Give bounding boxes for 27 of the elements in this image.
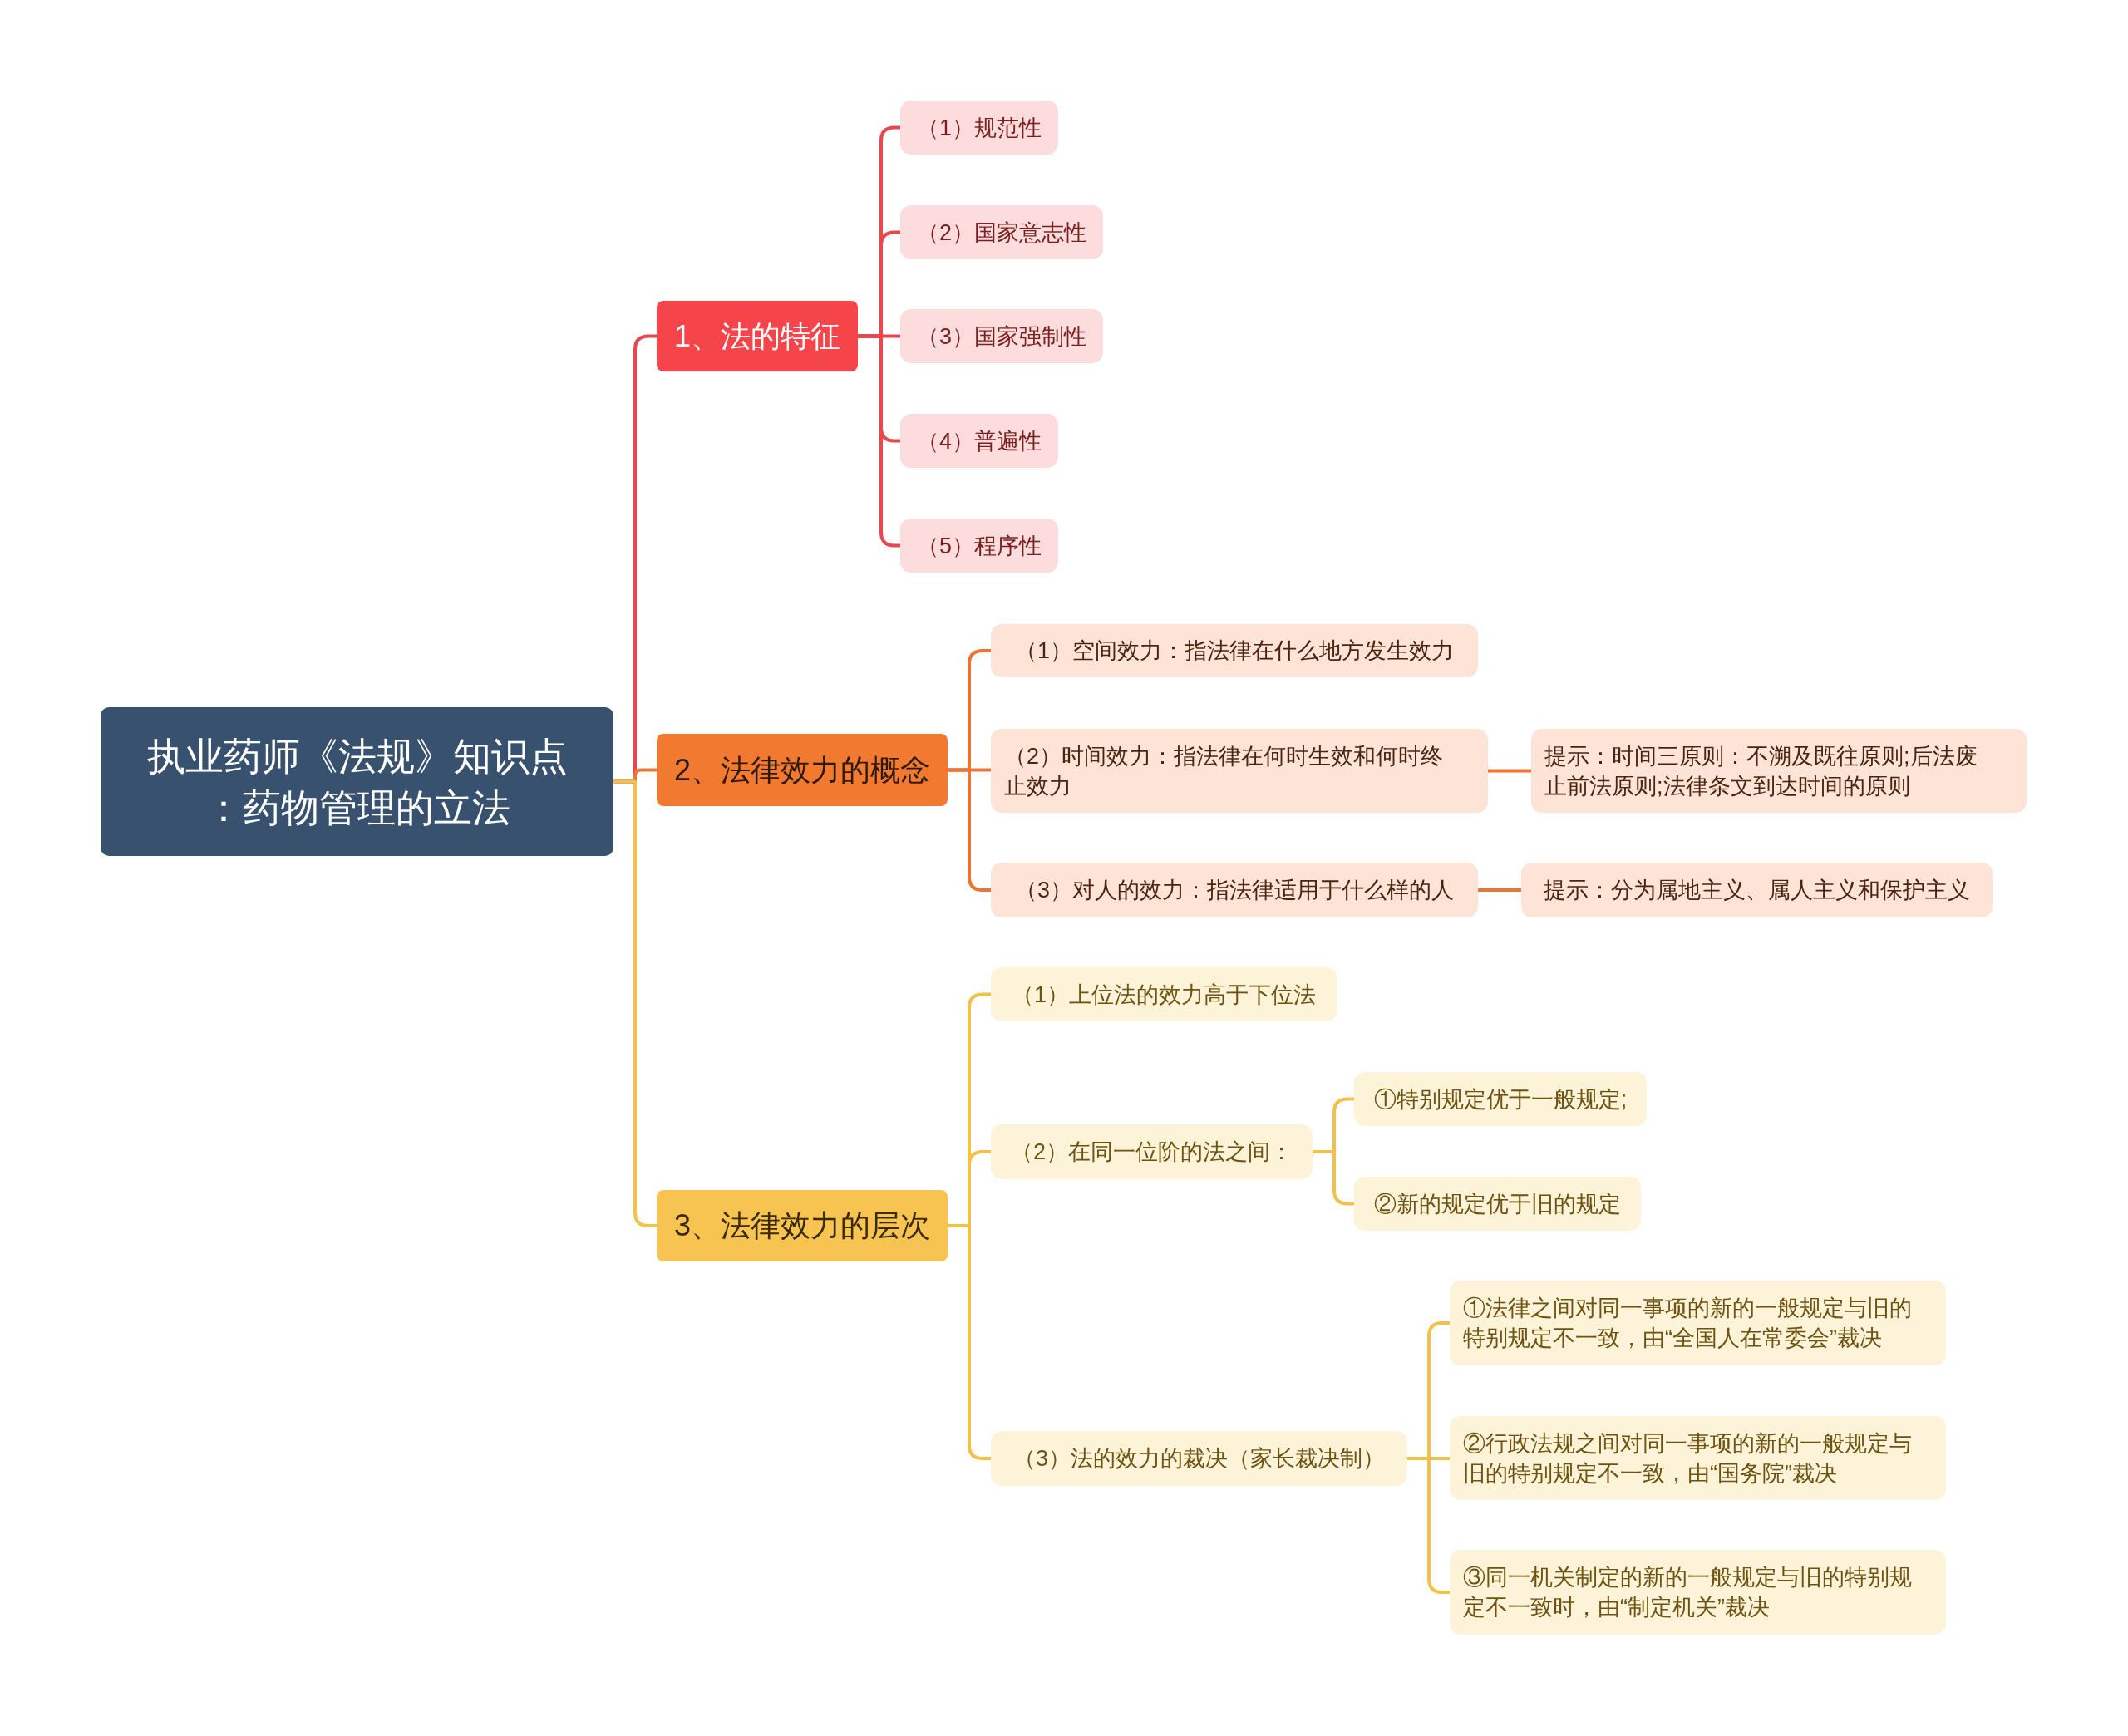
subtopic-box: （3）国家强制性 bbox=[900, 309, 1103, 363]
connector-line bbox=[1488, 769, 1531, 773]
connector-line bbox=[948, 768, 991, 892]
subtopic-box: （2）时间效力：指法律在何时生效和何时终止效力 bbox=[991, 729, 1488, 813]
subtopic-box: （3）对人的效力：指法律适用于什么样的人 bbox=[991, 863, 1478, 917]
subtopic-box: （1）规范性 bbox=[900, 101, 1058, 155]
subtopic-box: （2）在同一位阶的法之间： bbox=[991, 1124, 1313, 1179]
subtopic-box: ①特别规定优于一般规定; bbox=[1354, 1072, 1647, 1126]
connector-line bbox=[858, 334, 900, 548]
subtopic-box: （4）普遍性 bbox=[900, 414, 1058, 468]
subtopic-box: ③同一机关制定的新的一般规定与旧的特别规定不一致时，由“制定机关”裁决 bbox=[1450, 1550, 1946, 1635]
central-topic-box: 执业药师《法规》知识点：药物管理的立法 bbox=[101, 707, 613, 856]
subtopic-box: ①法律之间对同一事项的新的一般规定与旧的特别规定不一致，由“全国人在常委会”裁决 bbox=[1450, 1281, 1946, 1365]
subtopic-box: （1）空间效力：指法律在什么地方发生效力 bbox=[991, 624, 1478, 677]
topic-box: 3、法律效力的层次 bbox=[657, 1190, 948, 1261]
topic-box: 2、法律效力的概念 bbox=[657, 734, 948, 806]
subtopic-box: 提示：分为属地主义、属人主义和保护主义 bbox=[1521, 863, 1993, 917]
subtopic-box: （1）上位法的效力高于下位法 bbox=[991, 967, 1337, 1021]
connector-line bbox=[1478, 888, 1521, 892]
subtopic-box: 提示：时间三原则：不溯及既往原则;后法废止前法原则;法律条文到达时间的原则 bbox=[1531, 729, 2027, 813]
subtopic-box: （2）国家意志性 bbox=[900, 205, 1103, 259]
connector-line bbox=[613, 779, 657, 1227]
topic-box: 1、法的特征 bbox=[657, 301, 858, 371]
subtopic-box: ②新的规定优于旧的规定 bbox=[1354, 1177, 1641, 1231]
subtopic-box: ②行政法规之间对同一事项的新的一般规定与旧的特别规定不一致，由“国务院”裁决 bbox=[1450, 1416, 1946, 1500]
subtopic-box: （3）法的效力的裁决（家长裁决制） bbox=[991, 1431, 1407, 1486]
subtopic-box: （5）程序性 bbox=[900, 519, 1058, 573]
